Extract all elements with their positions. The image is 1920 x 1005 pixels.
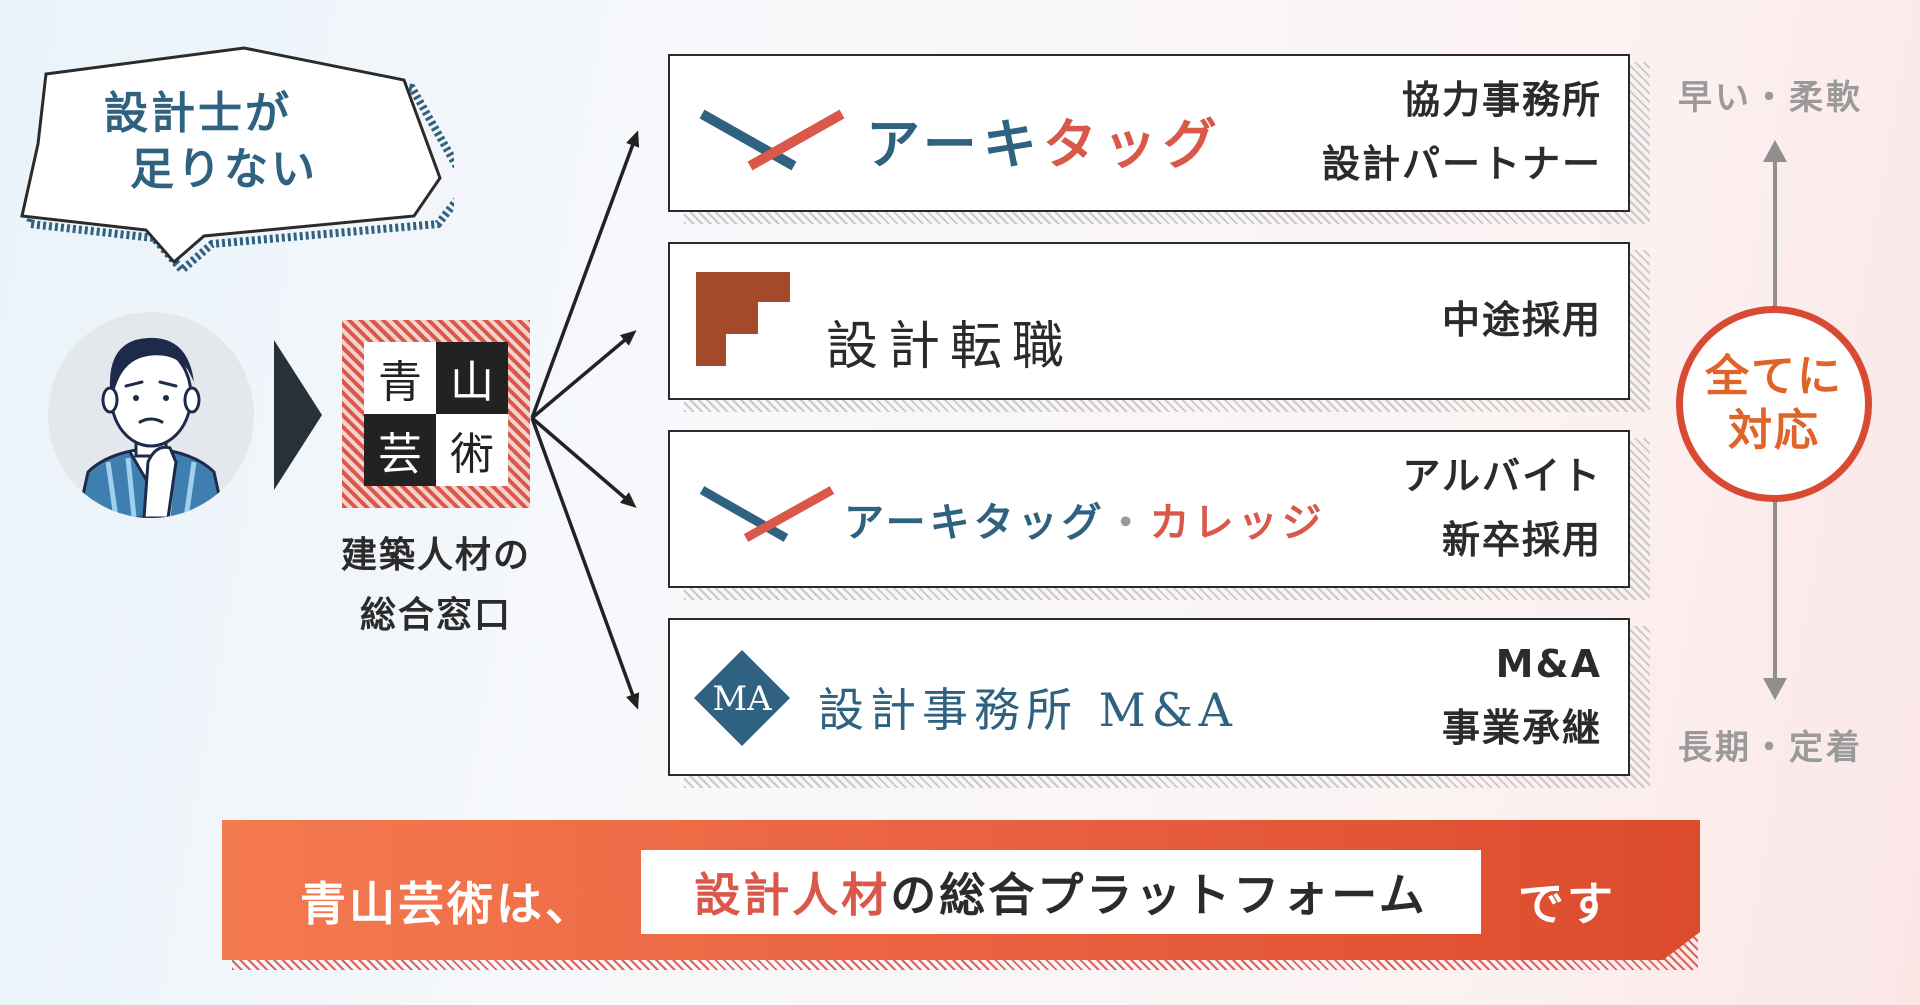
service-label-line1: 協力事務所 — [1401, 78, 1602, 122]
logo-char-ao: 青 — [364, 342, 436, 414]
speech-bubble-line2: 足りない — [130, 144, 318, 195]
service-label-line1: アルバイト — [1402, 454, 1602, 498]
service-card-archi-tag[interactable]: アーキタッグ 協力事務所 設計パートナー — [668, 54, 1630, 212]
service-label: 中途採用 — [1442, 288, 1602, 352]
service-label: 協力事務所 設計パートナー — [1322, 68, 1602, 196]
badge-line1: 全てに — [1705, 351, 1843, 402]
emblem-letters: MA — [712, 679, 772, 719]
person-icon — [76, 337, 226, 518]
service-label-line2: 新卒採用 — [1441, 518, 1602, 562]
banner-prefix: 青山芸術は、 — [300, 877, 594, 931]
archi-tag-college-wordmark: アーキタッグ・カレッジ — [844, 490, 1326, 548]
wordmark-red-part: カレッジ — [1149, 500, 1326, 546]
archi-tag-wordmark: アーキタッグ — [866, 100, 1223, 179]
arrow-to-m-and-a — [530, 417, 640, 710]
arrow-right-icon — [274, 340, 322, 490]
sekkei-tenshoku-wordmark: 設計転職 — [826, 317, 1075, 377]
wordmark-blue-part: アーキタッグ — [844, 500, 1106, 546]
badge-line2: 対応 — [1728, 405, 1820, 456]
portal-caption: 建築人材の 総合窓口 — [322, 526, 550, 646]
wordmark-blue-part: アーキ — [866, 113, 1043, 176]
wordmark-separator: ・ — [1105, 500, 1150, 546]
aoyama-geijutsu-logo: 青 山 芸 術 — [342, 320, 530, 508]
service-label: アルバイト 新卒採用 — [1402, 444, 1602, 572]
service-card-m-and-a[interactable]: MA 設計事務所 M&A M&A 事業承継 — [668, 618, 1630, 776]
service-card-archi-tag-college[interactable]: アーキタッグ・カレッジ アルバイト 新卒採用 — [668, 430, 1630, 588]
axis-bottom-label: 長期・定着 — [1678, 728, 1863, 768]
banner-highlight-dark: の総合プラットフォーム — [890, 868, 1428, 922]
worried-person-avatar — [48, 312, 254, 518]
archi-tag-logo-icon — [699, 109, 845, 171]
arrow-to-archi-tag — [530, 130, 640, 419]
axis-top-label: 早い・柔軟 — [1678, 78, 1863, 118]
m-and-a-emblem-icon: MA — [694, 650, 790, 746]
logo-char-yama: 山 — [436, 342, 508, 414]
wordmark-red-part: タッグ — [1042, 113, 1223, 176]
m-and-a-wordmark: 設計事務所 M&A — [818, 683, 1238, 737]
service-card-sekkei-tenshoku[interactable]: 設計転職 中途採用 — [668, 242, 1630, 400]
service-label-line2: 事業承継 — [1441, 706, 1602, 750]
portal-caption-line1: 建築人材の — [340, 535, 531, 576]
arrow-to-sekkei-tenshoku — [530, 330, 637, 420]
banner-suffix: です — [1518, 877, 1616, 931]
service-label: M&A 事業承継 — [1442, 632, 1602, 760]
logo-char-jutsu: 術 — [436, 414, 508, 486]
all-supported-badge: 全てに 対応 — [1676, 306, 1872, 502]
service-label-line1: 中途採用 — [1441, 298, 1602, 342]
banner-highlight-box: 設計人材の総合プラットフォーム — [641, 850, 1481, 934]
service-label-line2: 設計パートナー — [1321, 142, 1602, 186]
service-label-line1: M&A — [1495, 642, 1602, 686]
speech-bubble-line1: 設計士が — [104, 88, 292, 139]
arrow-to-archi-tag-college — [530, 416, 637, 508]
banner-highlight-red: 設計人材 — [694, 868, 891, 922]
speech-bubble — [20, 46, 454, 276]
archi-tag-college-logo-icon — [699, 486, 835, 542]
logo-char-gei: 芸 — [364, 414, 436, 486]
portal-caption-line2: 総合窓口 — [359, 595, 512, 636]
sekkei-tenshoku-logo-icon — [696, 272, 790, 366]
